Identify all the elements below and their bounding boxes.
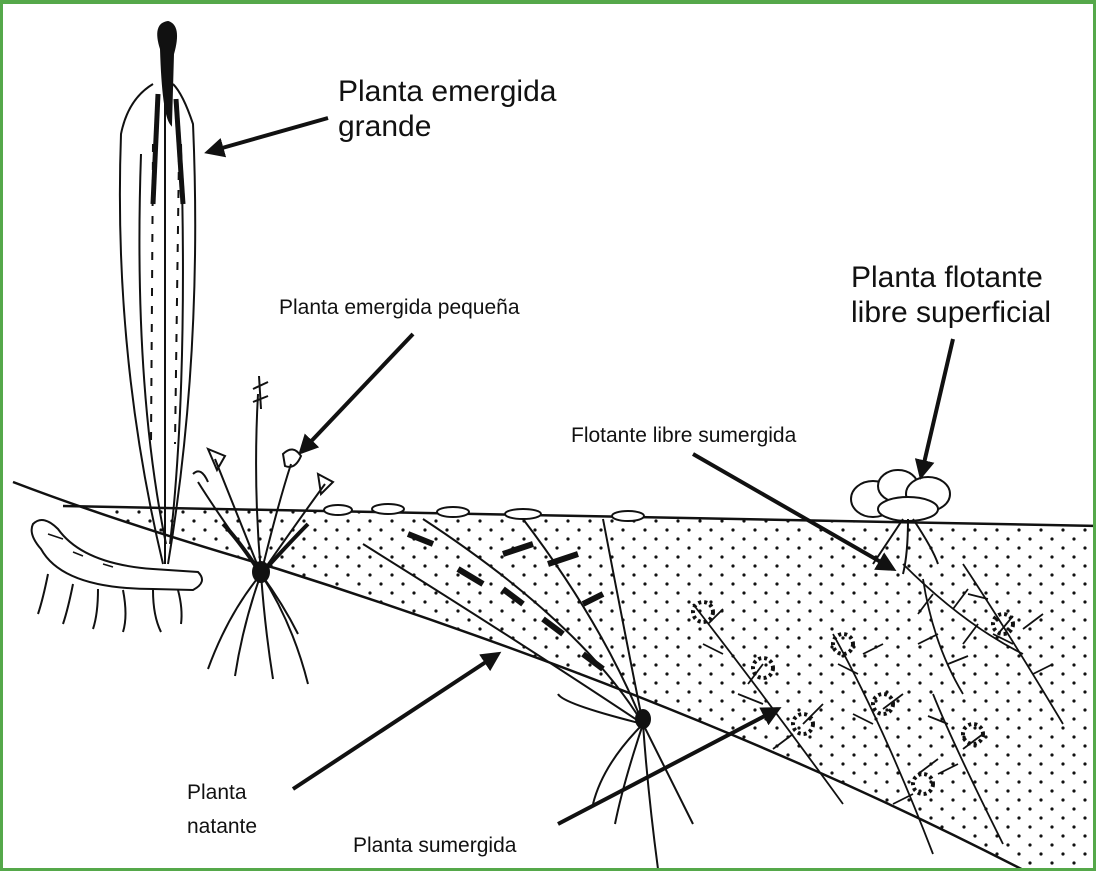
label-floating-surface-line2: libre superficial xyxy=(851,295,1051,330)
label-submerged: Planta sumergida xyxy=(353,834,516,859)
arrow-submerged xyxy=(558,709,778,824)
label-floating-submerged: Flotante libre sumergida xyxy=(571,424,796,449)
label-rooted-floating-line1: Planta xyxy=(187,776,257,810)
arrow-rooted-floating xyxy=(293,654,498,789)
cattail-plant xyxy=(120,22,195,564)
arrow-emergent-large xyxy=(208,118,328,152)
label-emergent-large-line2: grande xyxy=(338,109,556,144)
label-floating-surface: Planta flotante libre superficial xyxy=(851,260,1051,331)
label-emergent-large-line1: Planta emergida xyxy=(338,74,556,109)
arrow-emergent-small xyxy=(301,334,413,452)
label-floating-surface-line1: Planta flotante xyxy=(851,260,1051,295)
arrow-floating-surface xyxy=(921,339,953,476)
label-rooted-floating: Planta natante xyxy=(187,776,257,843)
label-emergent-small: Planta emergida pequeña xyxy=(279,296,520,321)
label-emergent-large: Planta emergida grande xyxy=(338,74,556,145)
label-rooted-floating-line2: natante xyxy=(187,810,257,844)
